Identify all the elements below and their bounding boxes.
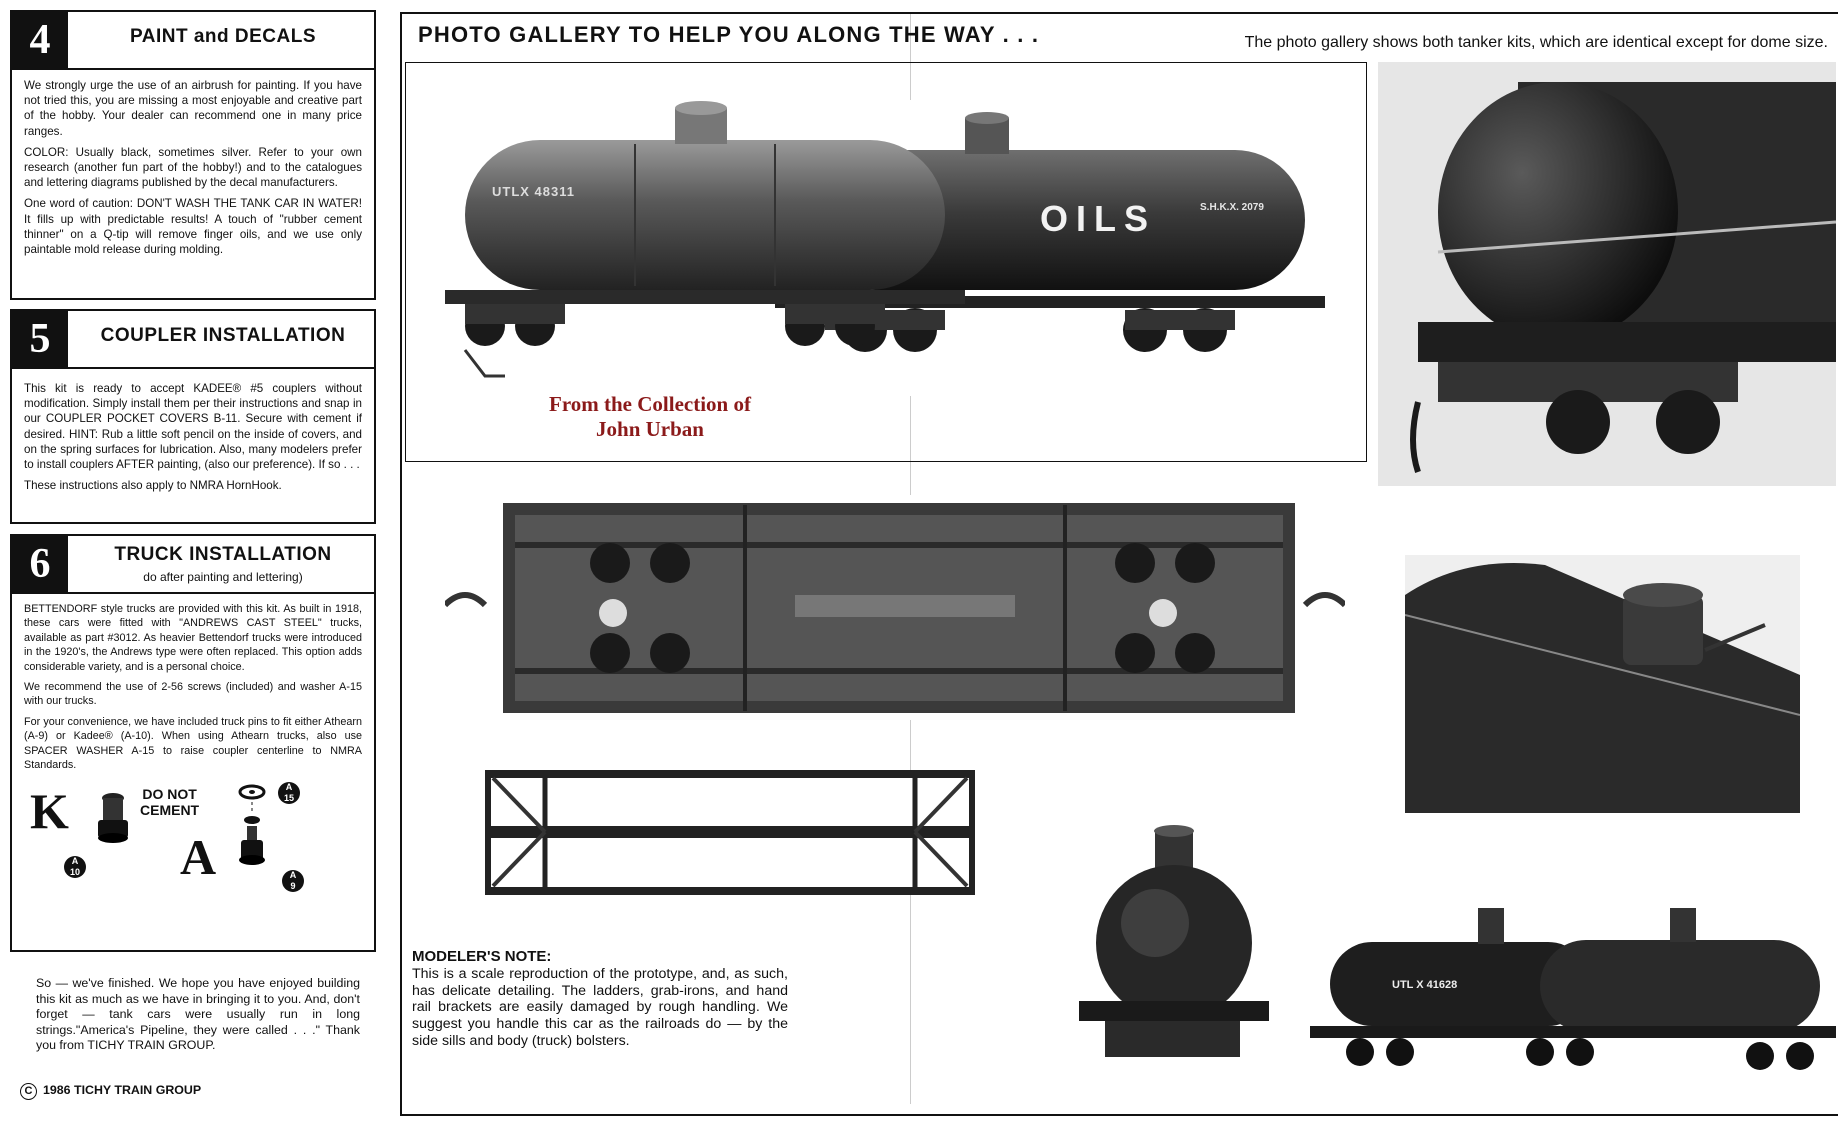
copyright-text: 1986 TICHY TRAIN GROUP [43, 1083, 202, 1097]
section-number: 6 [12, 536, 68, 592]
section-body: This kit is ready to accept KADEE® #5 co… [12, 369, 374, 505]
end-view-photo [1075, 825, 1270, 1067]
paragraph: BETTENDORF style trucks are provided wit… [24, 603, 362, 673]
two-tank-cars-photo [445, 100, 1325, 396]
letter-a: A [180, 829, 217, 886]
section-title: PAINT and DECALS [129, 26, 317, 47]
car-left-lettering: UTLX 48311 [492, 184, 575, 199]
paragraph: These instructions also apply to NMRA Ho… [24, 479, 282, 493]
copyright-line: C 1986 TICHY TRAIN GROUP [20, 1083, 201, 1100]
section-header: 4 PAINT and DECALS [12, 12, 374, 70]
closing-text: So — we've finished. We hope you have en… [36, 976, 360, 1053]
section-body: We strongly urge the use of an airbrush … [12, 70, 374, 269]
paint-decals-section: 4 PAINT and DECALS We strongly urge the … [10, 10, 376, 300]
main-photo-frame [405, 62, 1367, 462]
section-subtitle: do after painting and lettering) [143, 570, 303, 584]
underside-view-photo [445, 495, 1345, 720]
dome-closeup-photo [1405, 555, 1800, 813]
gallery-note: The photo gallery shows both tanker kits… [1244, 34, 1828, 51]
paragraph: This kit is ready to accept KADEE® #5 co… [24, 382, 362, 472]
section-number: 5 [12, 311, 68, 367]
section-header: 6 TRUCK INSTALLATION do after painting a… [12, 536, 374, 594]
paragraph: COLOR: Usually black, sometimes silver. … [24, 145, 362, 190]
paragraph: We strongly urge the use of an airbrush … [24, 79, 362, 138]
gallery-title: PHOTO GALLERY TO HELP YOU ALONG THE WAY … [418, 22, 1040, 47]
section-title: COUPLER INSTALLATION [100, 325, 346, 346]
letter-k: K [30, 783, 69, 840]
section-header: 5 COUPLER INSTALLATION [12, 311, 374, 369]
paragraph: We recommend the use of 2-56 screws (inc… [24, 681, 362, 708]
car-right-reporting-marks: S.H.K.X. 2079 [1200, 202, 1264, 213]
do-not-cement-label: DO NOT CEMENT [140, 786, 200, 819]
modelers-note-text: This is a scale reproduction of the prot… [412, 965, 788, 1049]
photo-gallery-frame [400, 12, 1838, 1116]
kadee-pin-icon [98, 793, 128, 844]
modelers-note-heading: MODELER'S NOTE: [412, 948, 552, 965]
coupler-installation-section: 5 COUPLER INSTALLATION This kit is ready… [10, 309, 376, 524]
modelers-note: MODELER'S NOTE: This is a scale reproduc… [412, 948, 788, 1050]
section-body: BETTENDORF style trucks are provided wit… [12, 594, 374, 784]
athearn-pin-icon [238, 784, 266, 866]
collection-credit: From the Collection of John Urban [549, 392, 751, 441]
pair-of-tank-cars-photo [1310, 908, 1836, 1078]
paragraph: For your convenience, we have included t… [24, 715, 362, 772]
frame-underframe-photo [485, 770, 975, 895]
car-right-lettering: OILS [1040, 198, 1157, 239]
truck-installation-section: 6 TRUCK INSTALLATION do after painting a… [10, 534, 376, 952]
tank-end-closeup-photo [1378, 62, 1836, 486]
paragraph: One word of caution: DON'T WASH THE TANK… [24, 197, 362, 257]
section-number: 4 [12, 12, 68, 68]
bottom-car-lettering: UTL X 41628 [1392, 979, 1458, 991]
copyright-icon: C [20, 1083, 37, 1100]
section-title: TRUCK INSTALLATION [114, 544, 332, 565]
